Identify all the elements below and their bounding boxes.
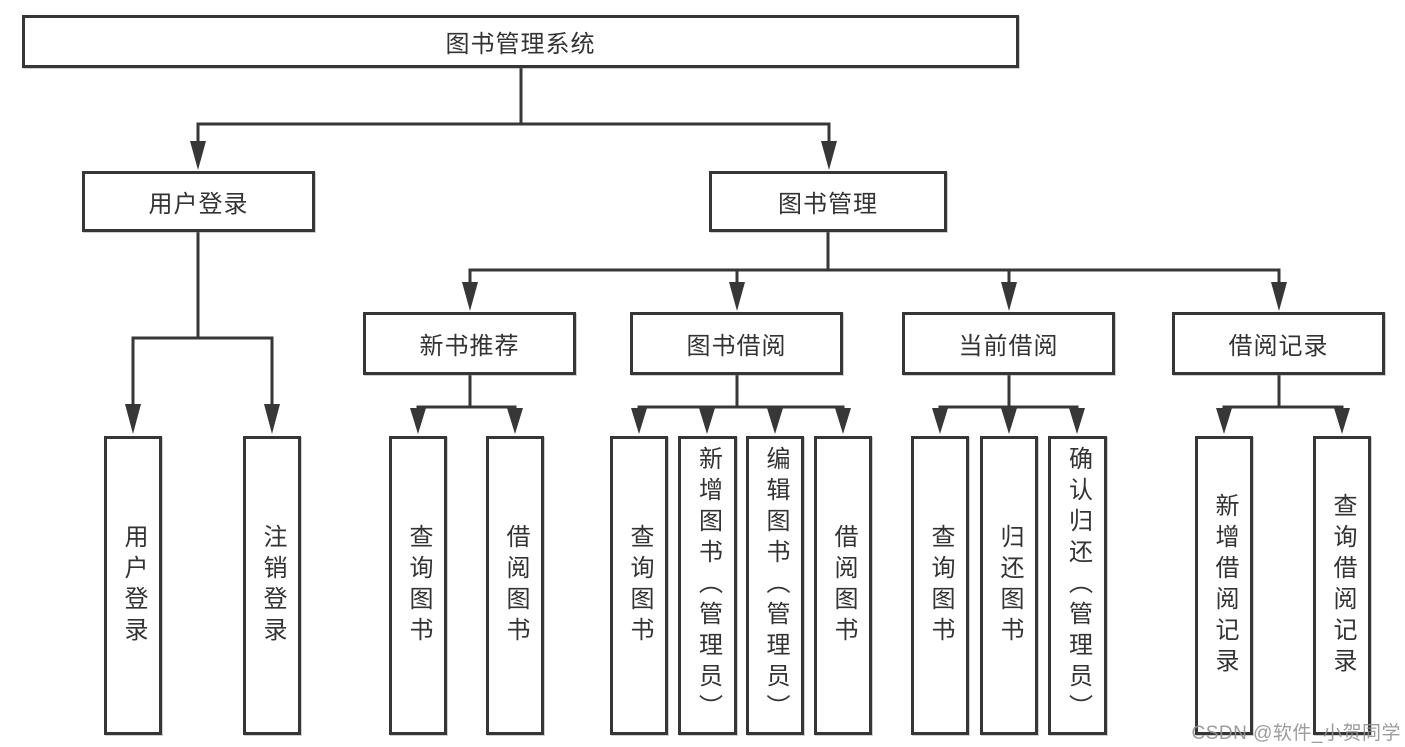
node-borrowing-records: 借阅记录 <box>1172 312 1385 375</box>
leaf-user-login-label: 用户登录 <box>120 523 147 648</box>
leaf-logout-label: 注销登录 <box>259 523 286 648</box>
leaf-user-login: 用户登录 <box>104 436 162 735</box>
leaf-current-return-book-label: 归还图书 <box>996 523 1023 648</box>
leaf-borrowing-borrow-book: 借阅图书 <box>814 436 872 735</box>
node-root-system: 图书管理系统 <box>22 15 1019 68</box>
leaf-newbooks-query-book: 查询图书 <box>389 436 447 735</box>
leaf-logout: 注销登录 <box>243 436 301 735</box>
leaf-current-confirm-return: 确认归还（管理员） <box>1048 436 1107 735</box>
leaf-borrowing-add-book-label: 新增图书（管理员） <box>694 446 722 725</box>
leaf-current-query-book-label: 查询图书 <box>927 523 954 648</box>
node-user-login: 用户登录 <box>82 171 315 232</box>
leaf-newbooks-borrow-book-label: 借阅图书 <box>502 523 529 648</box>
leaf-borrowing-edit-book: 编辑图书（管理员） <box>746 436 804 735</box>
node-current-borrowing: 当前借阅 <box>902 312 1115 375</box>
leaf-current-confirm-return-label: 确认归还（管理员） <box>1064 446 1092 725</box>
leaf-newbooks-borrow-book: 借阅图书 <box>486 436 544 735</box>
node-book-management: 图书管理 <box>709 171 947 232</box>
leaf-records-add-record-label: 新增借阅记录 <box>1211 492 1238 679</box>
watermark: CSDN @软件_小贺同学 <box>1191 723 1401 744</box>
leaf-borrowing-edit-book-label: 编辑图书（管理员） <box>762 446 789 725</box>
leaf-records-query-record: 查询借阅记录 <box>1313 436 1371 735</box>
leaf-records-add-record: 新增借阅记录 <box>1195 436 1253 735</box>
node-new-book-recommend: 新书推荐 <box>363 312 576 375</box>
leaf-current-query-book: 查询图书 <box>911 436 969 735</box>
arrowheads <box>125 141 1350 434</box>
node-book-borrowing: 图书借阅 <box>630 312 843 375</box>
leaf-newbooks-query-book-label: 查询图书 <box>405 523 432 648</box>
leaf-borrowing-add-book: 新增图书（管理员） <box>678 436 737 735</box>
leaf-current-return-book: 归还图书 <box>980 436 1038 735</box>
leaf-borrowing-query-book: 查询图书 <box>610 436 668 735</box>
leaf-borrowing-borrow-book-label: 借阅图书 <box>830 523 857 648</box>
leaf-borrowing-query-book-label: 查询图书 <box>626 523 653 648</box>
leaf-records-query-record-label: 查询借阅记录 <box>1329 492 1356 679</box>
